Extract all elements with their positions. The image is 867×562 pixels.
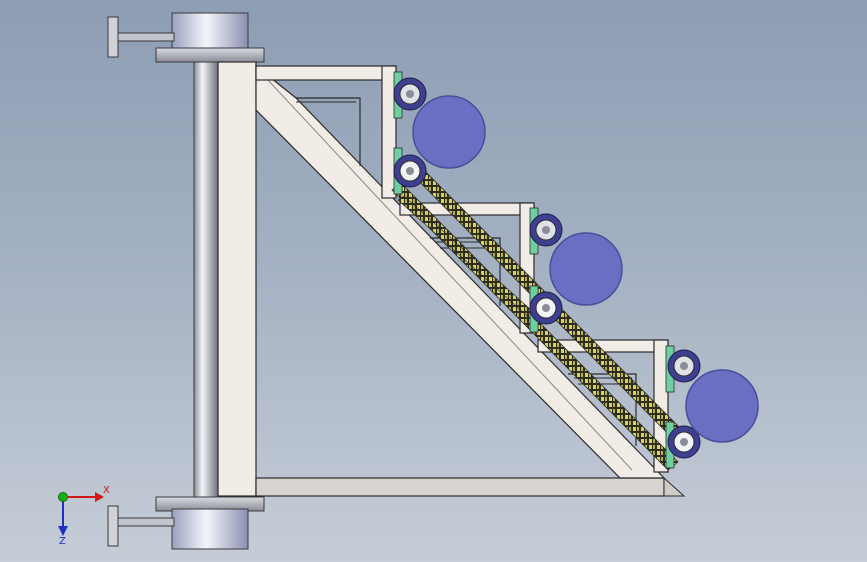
x-axis-arrowhead-icon	[95, 492, 104, 502]
sprocket-lower-2[interactable]	[529, 291, 563, 325]
vertical-column[interactable]	[193, 57, 219, 509]
x-axis-label: X	[103, 485, 110, 496]
sprocket-upper-1[interactable]	[393, 77, 427, 111]
main-frame[interactable]	[217, 61, 686, 497]
z-axis-arrowhead-icon	[58, 526, 68, 536]
sprocket-lower-1[interactable]	[393, 154, 427, 188]
sprocket-lower-3[interactable]	[667, 425, 701, 459]
top-hub[interactable]	[155, 12, 265, 63]
roller-3[interactable]	[685, 369, 759, 443]
roller-2[interactable]	[549, 232, 623, 306]
roller-1[interactable]	[412, 95, 486, 169]
bottom-hub[interactable]	[155, 496, 265, 550]
axis-triad: X Z	[58, 485, 110, 547]
y-axis-origin-icon	[58, 492, 68, 502]
z-axis-label: Z	[59, 536, 66, 547]
top-beam-clamp[interactable]	[107, 16, 175, 58]
sprocket-upper-3[interactable]	[667, 349, 701, 383]
bottom-beam-clamp[interactable]	[107, 505, 175, 547]
sprocket-upper-2[interactable]	[529, 213, 563, 247]
stage-frame-1[interactable]	[255, 65, 397, 199]
